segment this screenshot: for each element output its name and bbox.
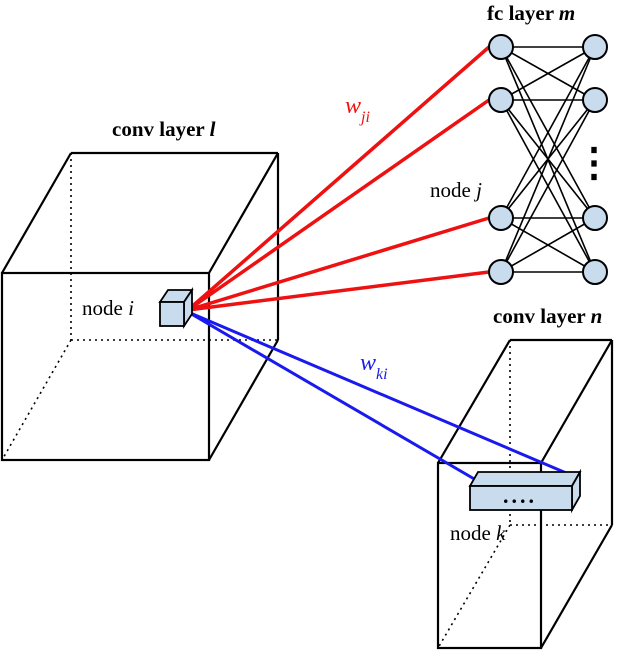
fc-edge-1-0: [500, 46, 596, 101]
w-ji-label: wji: [345, 93, 370, 126]
fc-edge-3-0: [500, 46, 596, 273]
node-i-cube: [158, 287, 194, 329]
node-k-ellipsis: ....: [503, 483, 537, 508]
node-k-label: node k: [450, 521, 506, 545]
red-edge-0: [186, 45, 491, 312]
blue-edge-0: [186, 310, 478, 482]
blue-edge-1: [186, 310, 580, 480]
fc-node-left-3: [488, 259, 514, 285]
fc-edge-3-1: [500, 99, 596, 273]
node-j-label: node j: [430, 178, 482, 202]
node-k-block: [468, 468, 582, 514]
fc-layer-m-label: fc layer m: [487, 1, 575, 25]
fc-edge-3-2: [500, 217, 596, 273]
red-edge-3: [186, 270, 491, 312]
w-ki-label: wki: [360, 350, 388, 383]
fc-node-right-0: [582, 34, 608, 60]
fc-node-left-2: [488, 205, 514, 231]
fc-layer-connections: [500, 46, 596, 273]
fc-layer-nodes: [488, 34, 608, 285]
conv-layer-n-label: conv layer n: [493, 304, 602, 328]
fc-node-right-1: [582, 87, 608, 113]
red-edge-2: [186, 216, 491, 312]
node-i-label: node i: [82, 296, 134, 320]
red-weight-connections: [186, 45, 491, 312]
red-edge-1: [186, 98, 491, 312]
blue-weight-connections: [186, 310, 580, 482]
conv-layer-l-label: conv layer l: [112, 117, 216, 141]
fc-node-left-0: [488, 34, 514, 60]
fc-ellipsis: ⋮: [574, 140, 614, 185]
fc-edge-2-0: [500, 46, 596, 219]
fc-node-right-2: [582, 205, 608, 231]
fc-node-left-1: [488, 87, 514, 113]
conv-layer-l-cube: [0, 151, 280, 462]
conv-layer-n-box: [436, 338, 614, 650]
fc-node-right-3: [582, 259, 608, 285]
